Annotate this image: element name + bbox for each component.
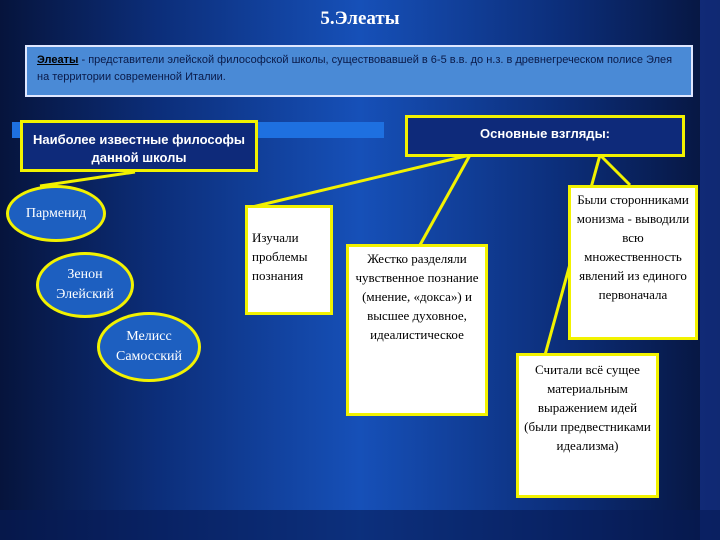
philosophers-header: Наиболее известные философы данной школы (20, 120, 258, 172)
philosopher-zeno: Зенон Элейский (36, 252, 134, 318)
philosopher-melissus: Мелисс Самосский (97, 312, 201, 382)
philosopher-parmenides: Парменид (6, 185, 106, 242)
view-idealism: Считали всё сущее материальным выражение… (516, 353, 659, 498)
bottom-bar (0, 510, 720, 540)
views-header: Основные взгляды: (405, 115, 685, 157)
side-bar (700, 0, 720, 540)
view-dualism: Жестко разделяли чувственное познание (м… (346, 244, 488, 416)
view-cognition: Изучали проблемы познания (245, 205, 333, 315)
view-monism: Были сторонниками монизма - выводили всю… (568, 185, 698, 340)
definition-box: Элеаты - представители элейской философс… (25, 45, 693, 97)
definition-term: Элеаты (37, 54, 79, 66)
definition-text: - представители элейской философской шко… (37, 54, 673, 83)
page-title: 5.Элеаты (320, 8, 400, 29)
